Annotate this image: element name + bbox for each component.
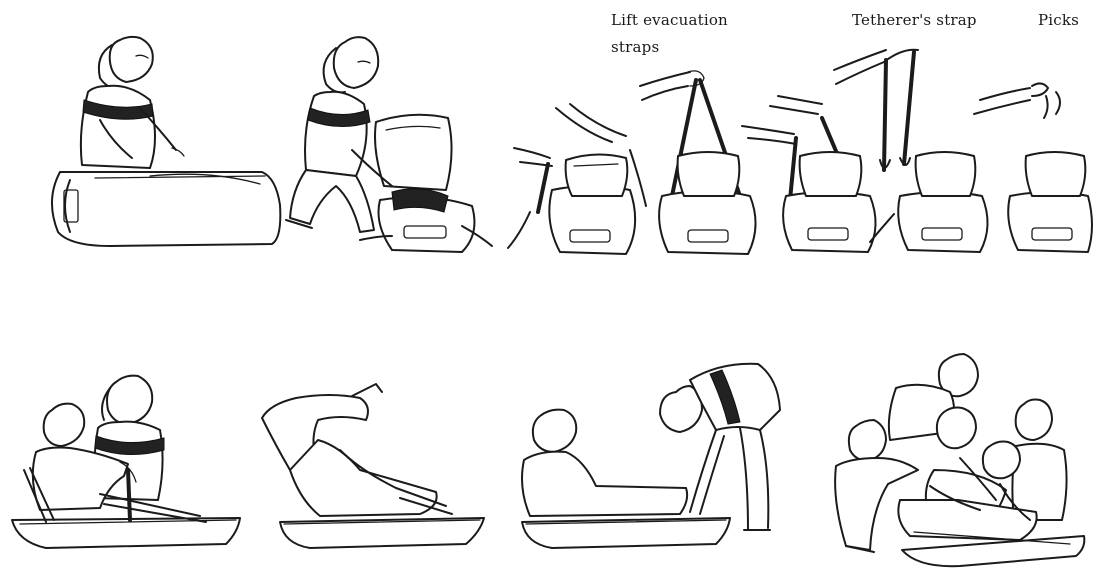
- panel-2-opening-sack: [286, 37, 492, 252]
- panel-8-patient-seated-in-stretcher: [12, 376, 240, 548]
- panel-11-group-rescue: [835, 354, 1084, 566]
- panel-9-patient-reclining: [262, 384, 484, 548]
- panel-1-unrolling-stretcher: [52, 37, 280, 246]
- panel-3-adjusting-bag: [508, 104, 646, 254]
- panel-5-fastening-straps: [742, 96, 876, 252]
- panel-7-picks: [974, 83, 1092, 252]
- panel-4-lift-evacuation-straps: [640, 71, 756, 254]
- panel-10-patient-lying-rescuer-bending: [522, 364, 780, 548]
